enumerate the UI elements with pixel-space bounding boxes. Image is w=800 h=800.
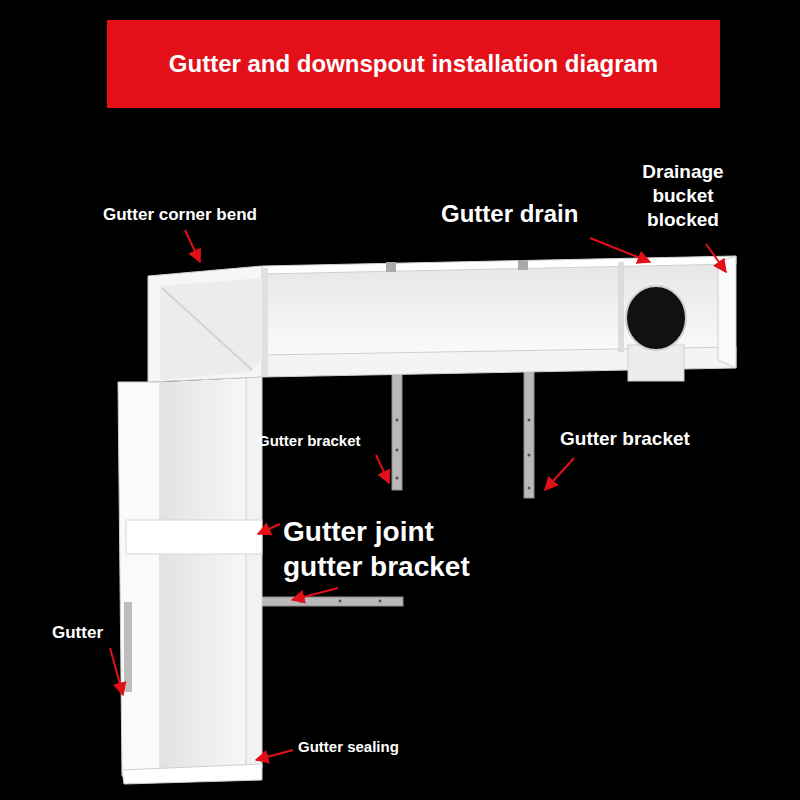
- part-label: Gutter: [52, 623, 114, 643]
- gutter-run: [118, 377, 262, 784]
- gutter-bracket: [245, 356, 534, 606]
- gutter-corner-bend: [148, 266, 268, 382]
- gutter-drain-outlet: [618, 256, 736, 381]
- part-label: Drainage bucket blocked: [627, 160, 739, 231]
- part-label: Gutter bracket: [258, 432, 383, 450]
- title: Gutter and downspout installation diagra…: [169, 50, 658, 78]
- part-label: Gutter sealing: [298, 738, 448, 756]
- part-label: Gutter drain: [441, 200, 621, 229]
- leader-arrow: [110, 230, 726, 760]
- part-label: Gutter corner bend: [103, 205, 323, 225]
- part-label: Gutter bracket: [560, 428, 735, 451]
- title-banner: Gutter and downspout installation diagra…: [107, 20, 720, 108]
- part-label: Gutter joint gutter bracket: [283, 514, 518, 584]
